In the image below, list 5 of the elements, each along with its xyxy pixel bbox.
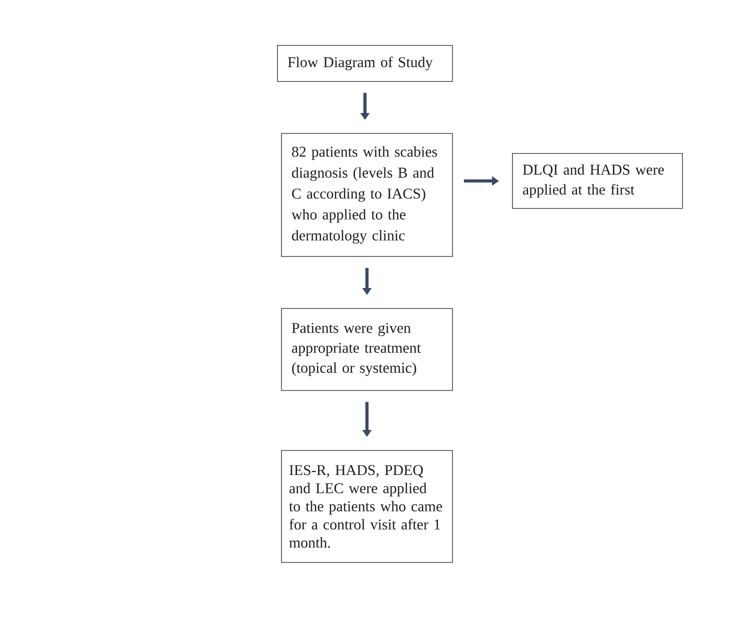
process-box: 82 patients with scabies diagnosis (levels B and C according to IACS) who applied to the dermatology clinic [281, 132, 453, 257]
process-box: DLQI and HADS were applied at the first [512, 152, 683, 209]
process-box: IES-R, HADS, PDEQ and LEC were applied to the patients who came for a control visit after 1 month. [281, 450, 453, 563]
process-box: Patients were given appropriate treatment (topical or systemic) [281, 308, 453, 391]
title-box: Flow Diagram of Study [277, 44, 453, 82]
